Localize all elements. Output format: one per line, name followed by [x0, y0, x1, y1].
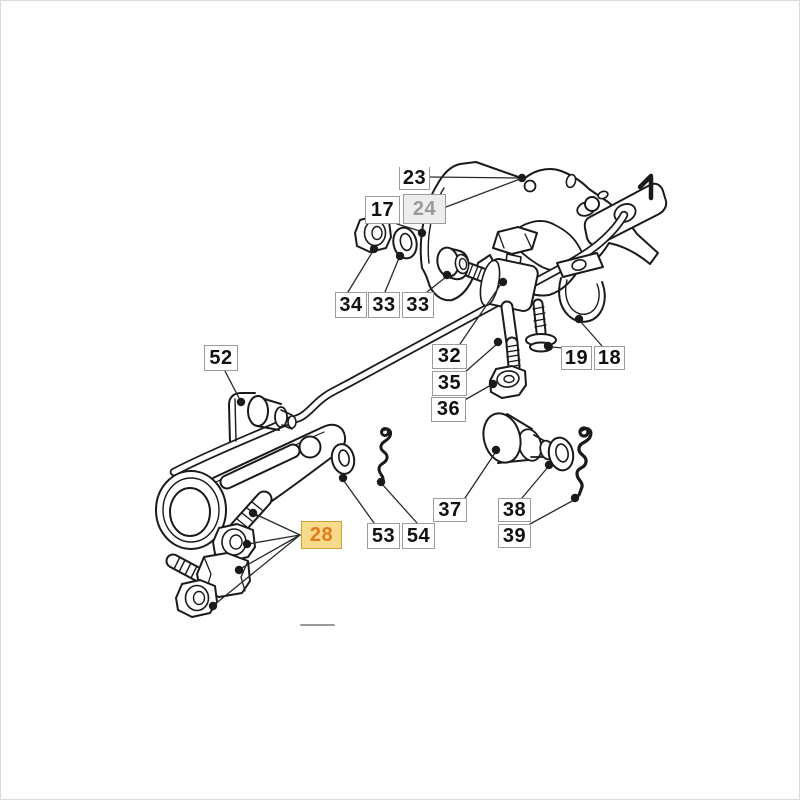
- trunnion-bolt-part: [479, 226, 539, 399]
- callout-53: 53: [367, 523, 400, 549]
- leader-dot: [234, 565, 244, 575]
- callout-24: 24: [403, 194, 446, 224]
- cylindrical-fitting-37: [482, 412, 555, 464]
- leader-dot: [395, 251, 405, 261]
- leader-dot: [242, 539, 252, 549]
- callout-18: 18: [594, 346, 625, 370]
- leader-line: [247, 534, 301, 545]
- leader-line: [381, 483, 418, 524]
- callout-36: 36: [431, 397, 466, 422]
- leader-dot: [376, 477, 386, 487]
- hex-nut-28b: [175, 579, 218, 618]
- leader-line: [343, 480, 375, 524]
- leader-dot: [236, 397, 246, 407]
- leader-dot: [248, 508, 258, 518]
- callout-19: 19: [561, 346, 592, 370]
- leader-line: [426, 276, 447, 293]
- callout-38: 38: [498, 498, 531, 522]
- leader-line: [529, 499, 575, 525]
- leader-dot: [498, 277, 508, 287]
- callout-23: 23: [399, 167, 430, 190]
- callout-28: 28: [301, 521, 342, 549]
- washer-33: [392, 226, 418, 260]
- leader-line: [464, 452, 496, 499]
- mounting-bracket-part: [419, 161, 659, 302]
- leader-line: [396, 223, 421, 232]
- callout-35: 35: [432, 371, 467, 396]
- linkage-rod-part: [169, 210, 629, 477]
- leader-dot: [570, 493, 580, 503]
- leader-dot: [442, 270, 452, 280]
- callout-32: 32: [432, 344, 467, 369]
- hook-arrow-icon: [637, 173, 654, 201]
- callout-34: 34: [335, 292, 367, 318]
- leader-dot: [493, 337, 503, 347]
- leader-dot: [369, 244, 379, 254]
- leader-line: [239, 534, 301, 570]
- leader-dot: [543, 341, 553, 351]
- leader-dot: [517, 173, 527, 183]
- leader-line: [579, 320, 603, 347]
- callout-33: 33: [402, 292, 434, 318]
- pivot-pin-52: [228, 392, 297, 443]
- callout-54: 54: [402, 523, 435, 549]
- lever-arm-part: [155, 423, 347, 550]
- leader-line: [463, 343, 498, 374]
- washer-53: [330, 443, 356, 475]
- leader-line: [384, 257, 400, 293]
- leader-lines-layer: [208, 173, 603, 611]
- leader-dot: [338, 473, 348, 483]
- leader-dot: [208, 601, 218, 611]
- hex-nut-36: [489, 365, 527, 399]
- callout-17: 17: [365, 196, 400, 224]
- leader-dot: [488, 379, 498, 389]
- leader-line: [429, 176, 521, 179]
- leader-line: [445, 178, 521, 208]
- leader-dot: [491, 445, 501, 455]
- cotter-pin-39: [575, 426, 593, 497]
- leader-line: [254, 513, 301, 536]
- callout-39: 39: [498, 524, 531, 548]
- washer-38: [547, 436, 575, 472]
- leader-line: [224, 370, 241, 401]
- leader-line: [213, 534, 301, 606]
- cotter-pin-54: [377, 427, 392, 482]
- leader-dot: [544, 460, 554, 470]
- leader-line: [521, 466, 549, 499]
- u-clamp-part: [556, 252, 606, 323]
- callout-52: 52: [204, 345, 238, 371]
- callout-33: 33: [368, 292, 400, 318]
- leader-dot: [574, 314, 584, 324]
- flanged-bushing-part: [436, 246, 470, 281]
- leader-line: [462, 384, 492, 402]
- leader-line: [459, 283, 502, 345]
- leader-dot: [417, 228, 427, 238]
- leader-line: [347, 250, 374, 293]
- callout-37: 37: [433, 498, 467, 522]
